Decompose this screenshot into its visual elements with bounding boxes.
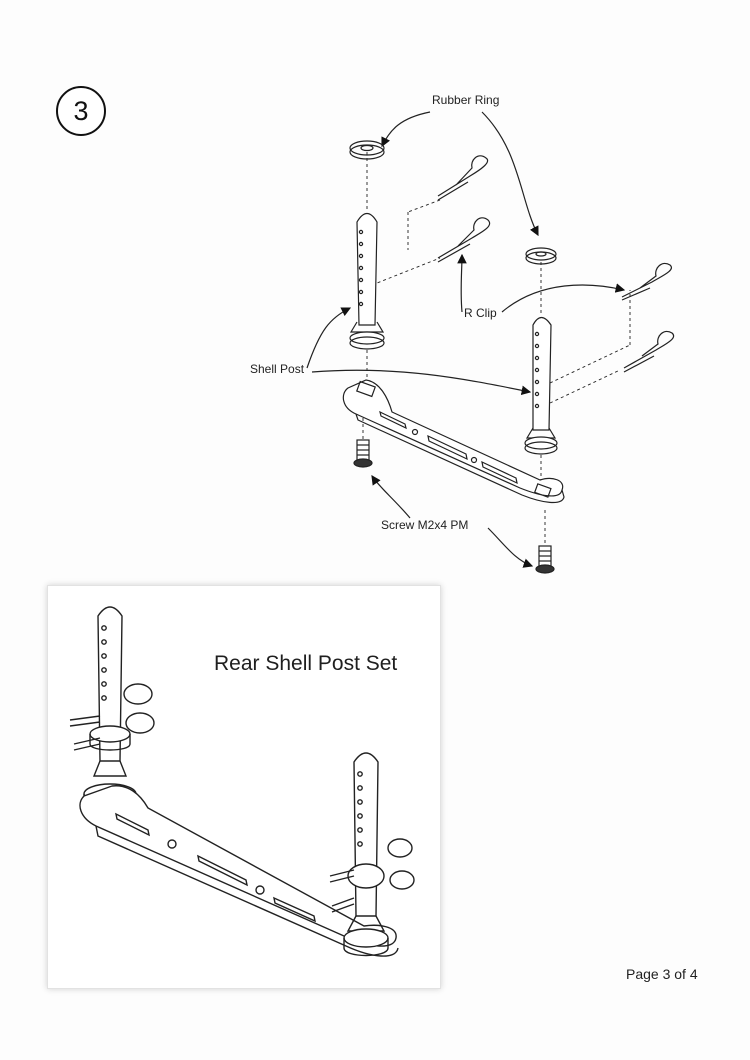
r-clip-4 (623, 330, 675, 373)
inset-title: Rear Shell Post Set (214, 652, 398, 675)
screw-leader-left (371, 475, 411, 519)
screw-left (353, 439, 373, 468)
rubber-ring-leader-left (381, 111, 431, 148)
r-clip-3 (621, 262, 672, 301)
shell-post-leader-left (306, 307, 352, 369)
screw-right (535, 545, 555, 574)
callout-screw: Screw M2x4 PM (381, 518, 469, 532)
shell-post-leader-right (311, 369, 532, 396)
screw-leader-right (487, 527, 534, 568)
exploded-assembly-diagram (306, 111, 675, 574)
step-number-badge: 3 (56, 86, 106, 136)
r-clip-leader-right (501, 283, 626, 313)
rubber-ring-right (525, 247, 557, 265)
r-clip-1 (437, 155, 489, 201)
r-clip-leader-left (457, 253, 467, 313)
callout-r-clip: R Clip (464, 306, 497, 320)
callout-shell-post: Shell Post (250, 362, 305, 376)
r-clip-2 (437, 217, 491, 263)
assembled-set-inset: Rear Shell Post Set (47, 585, 441, 989)
shell-post-left (349, 212, 385, 350)
bracket-plate (342, 379, 565, 504)
callout-rubber-ring: Rubber Ring (432, 93, 500, 107)
page-number: Page 3 of 4 (626, 966, 698, 982)
shell-post-right (524, 316, 558, 455)
step-number: 3 (73, 95, 89, 126)
rubber-ring-leader-right (481, 111, 539, 237)
rubber-ring-left (349, 140, 385, 160)
assembled-set-illustration (69, 606, 415, 957)
